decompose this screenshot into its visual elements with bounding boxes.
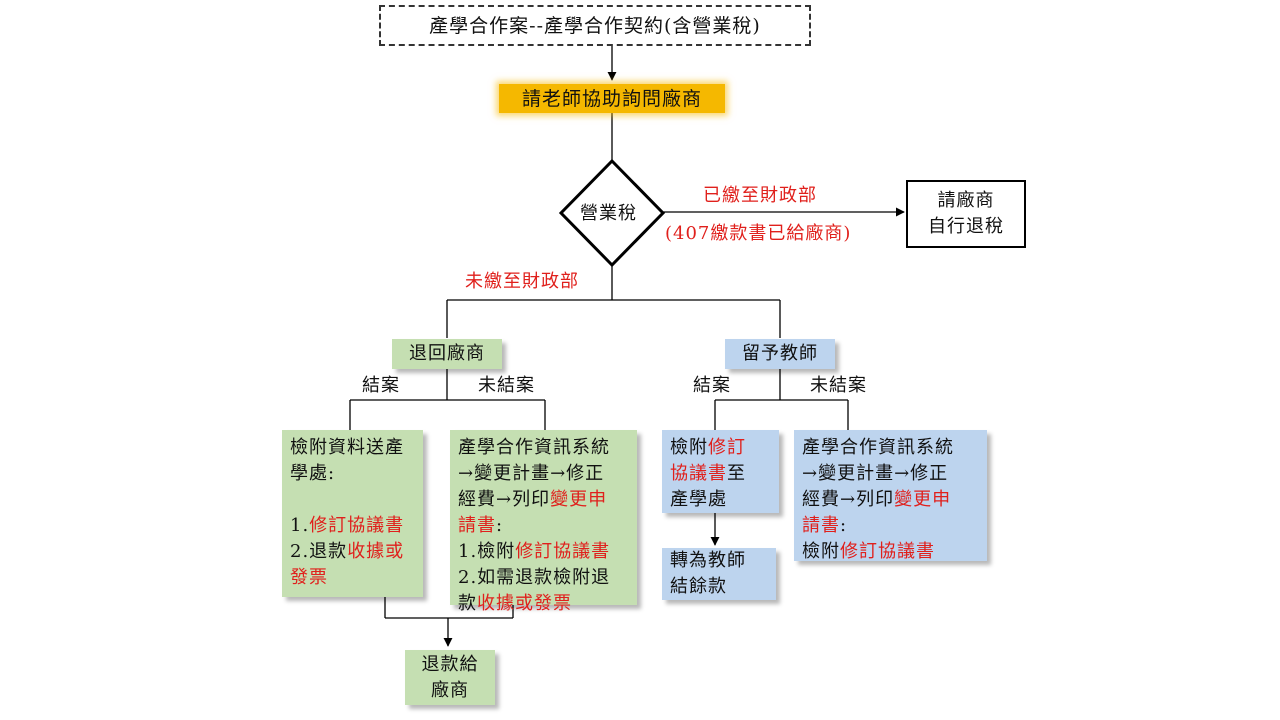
- keep-closed-line1-red: 修訂: [708, 437, 746, 458]
- keep-title-text: 留予教師: [742, 343, 818, 364]
- keep-result-box: 轉為教師 結餘款: [662, 548, 776, 600]
- refund-open-item3: 款收據或發票: [458, 591, 629, 617]
- step1-text: 請老師協助詢問廠商: [521, 87, 702, 110]
- refund-title-text: 退回廠商: [409, 343, 485, 364]
- refund-open-item1-black: 1.檢附: [458, 541, 516, 562]
- keep-open-line5-black: 檢附: [802, 541, 840, 562]
- keep-open-line1: 產學合作資訊系統: [802, 437, 954, 458]
- refund-closed-item1-prefix: 1.: [290, 515, 310, 536]
- refund-open-item1: 1.檢附修訂協議書: [458, 539, 629, 565]
- refund-open-item2: 2.如需退款檢附退: [458, 567, 611, 588]
- keep-result-line1: 轉為教師: [670, 550, 746, 571]
- keep-closed-line2-black: 至: [727, 463, 746, 484]
- keep-closed-box: 檢附修訂 協議書至 產學處: [662, 430, 779, 513]
- keep-closed-line2-red: 協議書: [670, 463, 727, 484]
- keep-open-line2: →變更計畫→修正: [802, 463, 949, 484]
- title-box: 產學合作案--產學合作契約(含營業稅): [379, 5, 811, 46]
- refund-closed-line1: 檢附資料送產: [290, 437, 404, 458]
- refund-closed-item1-red: 修訂協議書: [309, 515, 405, 536]
- refund-open-item1-red: 修訂協議書: [515, 541, 611, 562]
- refund-closed-item2: 2.退款收據或: [290, 539, 415, 565]
- keep-open-line5: 檢附修訂協議書: [802, 539, 979, 565]
- refund-open-line3-red: 變更申: [550, 489, 608, 510]
- keep-open-label: 未結案: [810, 375, 867, 396]
- refund-closed-blank: [290, 487, 415, 513]
- refund-open-item3-red: 收據或發票: [477, 593, 572, 614]
- refund-closed-item1: 1.修訂協議書: [290, 513, 415, 539]
- paid-label: 已繳至財政部: [703, 185, 817, 206]
- refund-final-line1: 退款給: [421, 653, 479, 675]
- keep-open-line5-red: 修訂協議書: [840, 541, 935, 562]
- keep-closed-line2: 協議書至: [670, 461, 771, 487]
- refund-closed-item2-red-b: 發票: [290, 567, 328, 588]
- decision-diamond: [558, 158, 666, 268]
- keep-closed-line1: 檢附修訂: [670, 435, 771, 461]
- decision-label: 營業稅: [580, 203, 637, 224]
- keep-open-box: 產學合作資訊系統 →變更計畫→修正 經費→列印變更申 請書: 檢附修訂協議書: [794, 430, 987, 562]
- keep-title-box: 留予教師: [725, 339, 835, 369]
- refund-open-line4-black: :: [496, 515, 504, 536]
- keep-open-line4: 請書:: [802, 513, 979, 539]
- refund-closed-box: 檢附資料送產 學處: 1.修訂協議書 2.退款收據或 發票: [282, 430, 423, 597]
- refund-closed-item2-red-a: 收據或: [347, 541, 405, 562]
- paid-result-line1: 請廠商: [937, 190, 995, 211]
- refund-open-line4: 請書:: [458, 513, 629, 539]
- keep-open-line4-black: :: [840, 515, 848, 536]
- paid-result-box: 請廠商 自行退稅: [906, 180, 1026, 248]
- keep-closed-line1-black: 檢附: [670, 437, 708, 458]
- refund-closed-line2: 學處:: [290, 463, 336, 484]
- refund-open-line3: 經費→列印變更申: [458, 487, 629, 513]
- keep-open-line3-red: 變更申: [894, 489, 952, 510]
- unpaid-label: 未繳至財政部: [465, 271, 579, 292]
- refund-title-box: 退回廠商: [392, 339, 502, 369]
- refund-open-item3-black: 款: [458, 593, 477, 614]
- title-text: 產學合作案--產學合作契約(含營業稅): [429, 14, 761, 37]
- paid-result-line2: 自行退稅: [928, 216, 1004, 237]
- keep-closed-line3: 產學處: [670, 489, 727, 510]
- refund-open-line3-black: 經費→列印: [458, 489, 551, 510]
- keep-result-line2: 結餘款: [670, 576, 727, 597]
- refund-open-label: 未結案: [478, 375, 535, 396]
- refund-final-line2: 廠商: [431, 679, 469, 701]
- refund-closed-item2-prefix: 2.退款: [290, 541, 348, 562]
- paid-note: (407繳款書已給廠商): [665, 223, 852, 244]
- keep-open-line4-red: 請書: [802, 515, 840, 536]
- keep-open-line3: 經費→列印變更申: [802, 487, 979, 513]
- refund-open-line1: 產學合作資訊系統: [458, 437, 610, 458]
- step1-box: 請老師協助詢問廠商: [499, 84, 725, 113]
- refund-open-line2: →變更計畫→修正: [458, 463, 605, 484]
- refund-open-line4-red: 請書: [458, 515, 496, 536]
- keep-open-line3-black: 經費→列印: [802, 489, 895, 510]
- refund-closed-label: 結案: [362, 375, 400, 396]
- keep-closed-label: 結案: [693, 375, 731, 396]
- refund-open-box: 產學合作資訊系統 →變更計畫→修正 經費→列印變更申 請書: 1.檢附修訂協議書…: [450, 430, 637, 614]
- refund-final-box: 退款給 廠商: [405, 650, 495, 705]
